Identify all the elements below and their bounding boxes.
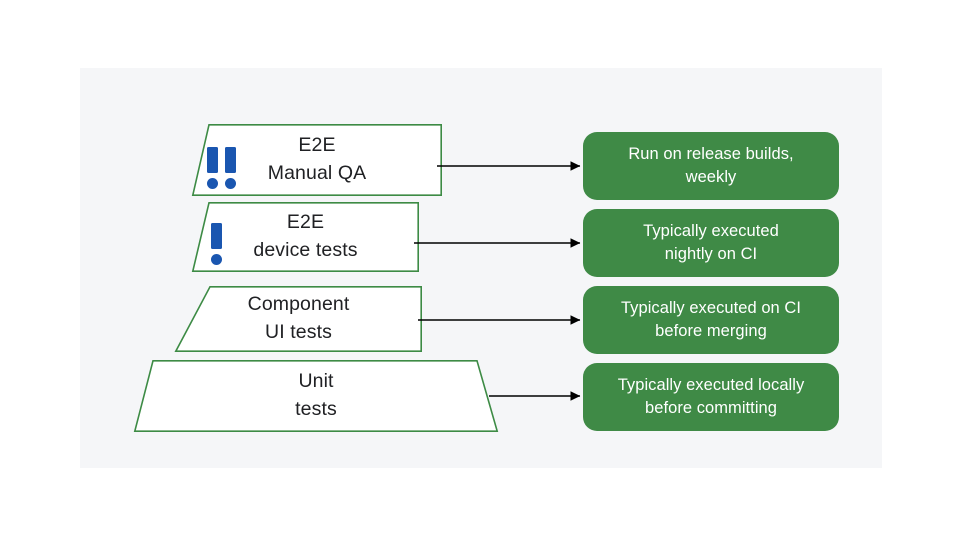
exclamation-dot — [225, 178, 236, 189]
note-card-text-1: Run on release builds, weekly — [628, 143, 793, 189]
note-card-component-ui-tests[interactable]: Typically executed on CI before merging — [583, 286, 839, 354]
note-line1: Typically executed on CI — [620, 299, 802, 318]
note-line1: Typically executed locally — [617, 376, 805, 395]
trapezoid-shape-1 — [191, 124, 442, 196]
note-line1: Typically executed — [643, 222, 779, 241]
warning-icon-group-1 — [207, 147, 236, 189]
exclamation-bar — [211, 223, 222, 249]
exclamation-icon — [211, 223, 222, 265]
connector-arrow-2 — [414, 238, 581, 248]
pyramid-layer-unit-tests[interactable]: Unit tests — [133, 360, 499, 432]
note-card-text-4: Typically executed locally before commit… — [618, 374, 805, 420]
note-line1: Run on release builds, — [628, 145, 794, 164]
note-line2: weekly — [685, 168, 737, 186]
note-card-e2e-device-tests[interactable]: Typically executed nightly on CI — [583, 209, 839, 277]
note-line2: nightly on CI — [664, 245, 758, 263]
pyramid-layer-component-ui-tests[interactable]: Component UI tests — [174, 286, 422, 352]
note-card-text-2: Typically executed nightly on CI — [643, 220, 779, 266]
note-card-unit-tests[interactable]: Typically executed locally before commit… — [583, 363, 839, 431]
warning-icon-group-2 — [211, 223, 222, 265]
trapezoid-shape-4 — [133, 360, 499, 432]
exclamation-bar — [207, 147, 218, 173]
trapezoid-shape-3 — [174, 286, 422, 352]
note-card-e2e-manual-qa[interactable]: Run on release builds, weekly — [583, 132, 839, 200]
connector-arrow-4 — [489, 391, 581, 401]
pyramid-layer-e2e-device-tests[interactable]: E2E device tests — [191, 202, 419, 272]
connector-arrow-1 — [437, 161, 581, 171]
connector-arrow-3 — [418, 315, 581, 325]
note-line2: before committing — [645, 399, 777, 417]
note-line2: before merging — [655, 322, 767, 340]
pyramid-layer-e2e-manual-qa[interactable]: E2E Manual QA — [191, 124, 442, 196]
exclamation-dot — [207, 178, 218, 189]
trapezoid-shape-2 — [191, 202, 419, 272]
exclamation-icon — [225, 147, 236, 189]
note-card-text-3: Typically executed on CI before merging — [621, 297, 801, 343]
exclamation-bar — [225, 147, 236, 173]
exclamation-dot — [211, 254, 222, 265]
exclamation-icon — [207, 147, 218, 189]
